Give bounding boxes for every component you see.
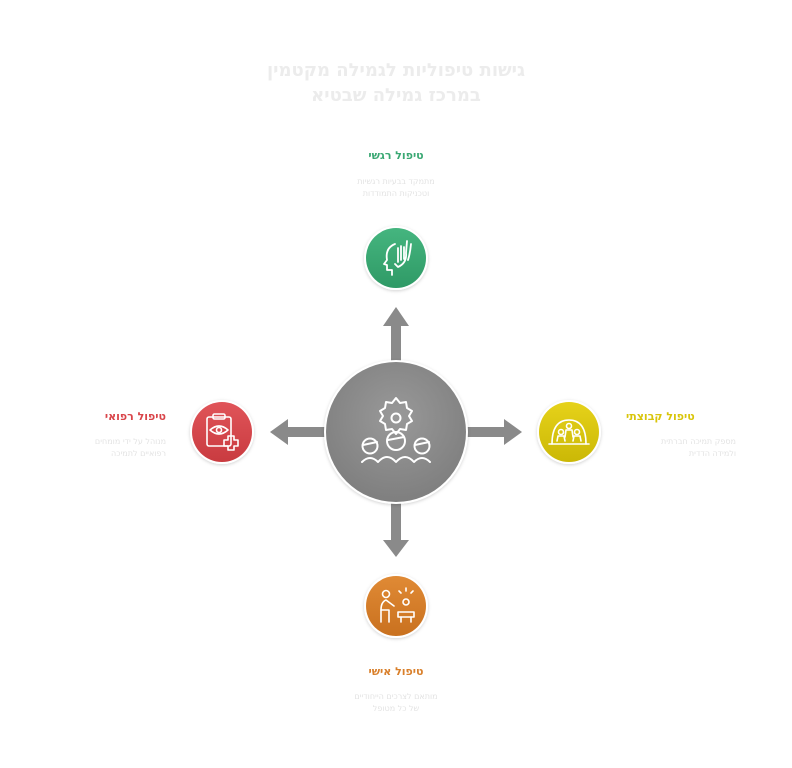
label-top: טיפול רגשי [368, 149, 424, 162]
desc-bottom-line-2: של כל מטופל [372, 704, 420, 713]
label-right-text: טיפול קבוצתי [626, 410, 695, 423]
label-right: טיפול קבוצתי [626, 410, 695, 423]
title-line-2: במרכז גמילה שבטיא [311, 85, 481, 106]
person-teaching-icon [380, 587, 415, 623]
node-right [537, 400, 601, 464]
desc-right-line-2: ולמידה הדדית [688, 449, 736, 458]
clipboard-eye-icon [206, 413, 239, 451]
desc-right: מספק תמיכה חברתית ולמידה הדדית [626, 436, 736, 460]
desc-left-line-2: רפואיים לתמיכה [111, 449, 166, 458]
desc-bottom-line-1: מותאם לצרכים הייחודיים [354, 692, 438, 701]
node-bottom [364, 574, 428, 638]
desc-bottom: מותאם לצרכים הייחודיים של כל מטופל [296, 691, 496, 715]
node-left [190, 400, 254, 464]
desc-left: מנוהל על ידי מומחים רפואיים לתמיכה [40, 436, 166, 460]
head-hand-icon [383, 240, 412, 276]
group-dome-icon [548, 419, 590, 445]
arrow-down [383, 498, 409, 557]
arrow-up [383, 307, 409, 366]
desc-top-line-2: וטכניקות התמודדות [362, 189, 430, 198]
desc-left-line-1: מנוהל על ידי מומחים [94, 437, 166, 446]
node-top [364, 226, 428, 290]
diagram-title: גישות טיפוליות לגמילה מקטמין במרכז גמילה… [196, 58, 596, 108]
hub-node [324, 360, 468, 504]
arrow-left [270, 419, 330, 445]
label-bottom: טיפול אישי [368, 665, 424, 678]
title-line-1: גישות טיפוליות לגמילה מקטמין [267, 60, 525, 81]
desc-top-line-1: מתמקד בבעיות רגשיות [357, 177, 435, 186]
arrow-right [462, 419, 522, 445]
gear-people-icon [361, 397, 431, 463]
desc-top: מתמקד בבעיות רגשיות וטכניקות התמודדות [306, 176, 486, 200]
desc-right-line-1: מספק תמיכה חברתית [661, 437, 736, 446]
label-left: טיפול רפואי [104, 410, 166, 423]
